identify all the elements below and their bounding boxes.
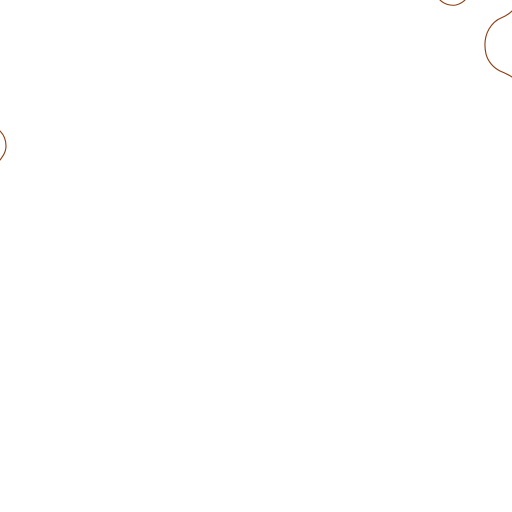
contour-line-top-right-arc <box>439 0 466 6</box>
contour-line-right-edge-curve <box>484 10 512 78</box>
contour-line-left-edge-curve <box>0 130 7 161</box>
